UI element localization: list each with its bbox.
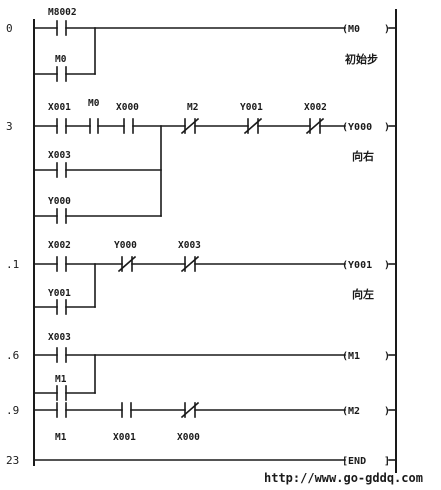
rung-0: 0 M8002 M0 (M0 ) 初始步 [6, 7, 397, 82]
note-move-right: 向右 [352, 149, 374, 163]
contact-label-x003: X003 [48, 150, 71, 161]
coil-m0: (M0 [342, 24, 360, 35]
nc-contact-x000-slash [180, 401, 200, 419]
contact-label-m0: M0 [88, 98, 100, 109]
contact-label-x001: X001 [48, 102, 71, 113]
contact-label-x002: X002 [304, 102, 327, 113]
contact-label-m0: M0 [55, 54, 67, 65]
contact-label-y001: Y001 [240, 102, 263, 113]
coil-y001: (Y001 [342, 260, 372, 271]
rung-23: 23 [END ] [6, 454, 397, 467]
note-move-left: 向左 [352, 287, 374, 301]
coil-m0-close: ) [384, 24, 390, 35]
contact-label-m2: M2 [187, 102, 198, 113]
contact-label-y000: Y000 [48, 196, 71, 207]
contact-label-m8002: M8002 [48, 7, 77, 18]
coil-m1: (M1 [342, 351, 360, 362]
step-number-23: 23 [6, 454, 19, 467]
note-initial-step: 初始步 [345, 52, 378, 66]
rung-3: 3 X001 M0 X000 M2 Y001 X002 [6, 98, 397, 224]
rung-19: .9 M1 X001 X000 (M2 ) [6, 401, 397, 443]
step-number-16: .6 [6, 349, 19, 362]
coil-y000-close: ) [384, 122, 390, 133]
contact-label-m1: M1 [55, 374, 67, 385]
coil-m1-close: ) [384, 351, 390, 362]
end-instruction: [END [342, 456, 366, 467]
step-number-3: 3 [6, 120, 13, 133]
contact-label-x000: X000 [177, 432, 200, 443]
nc-contact-y000-slash [117, 255, 137, 273]
contact-label-m1: M1 [55, 432, 67, 443]
nc-contact-m2-slash [180, 117, 200, 135]
step-number-11: .1 [6, 258, 19, 271]
coil-m2: (M2 [342, 406, 360, 417]
coil-y000: (Y000 [342, 122, 372, 133]
end-instruction-close: ] [384, 456, 390, 467]
nc-contact-x002-slash [305, 117, 325, 135]
contact-label-y001: Y001 [48, 288, 71, 299]
contact-label-x002: X002 [48, 240, 71, 251]
contact-label-x003: X003 [178, 240, 201, 251]
nc-contact-y001-slash [243, 117, 263, 135]
coil-y001-close: ) [384, 260, 390, 271]
watermark-url: http://www.go-gddq.com [264, 471, 423, 485]
rung-11: .1 X002 Y000 X003 Y001 (Y001 ) 向左 [6, 240, 397, 315]
coil-m2-close: ) [384, 406, 390, 417]
contact-label-y000: Y000 [114, 240, 137, 251]
rung-16: .6 X003 (M1 ) M1 [6, 332, 397, 401]
nc-contact-x003-slash [180, 255, 200, 273]
contact-label-x003: X003 [48, 332, 71, 343]
step-number-0: 0 [6, 22, 13, 35]
contact-label-x001: X001 [113, 432, 136, 443]
contact-label-x000: X000 [116, 102, 139, 113]
step-number-19: .9 [6, 404, 19, 417]
